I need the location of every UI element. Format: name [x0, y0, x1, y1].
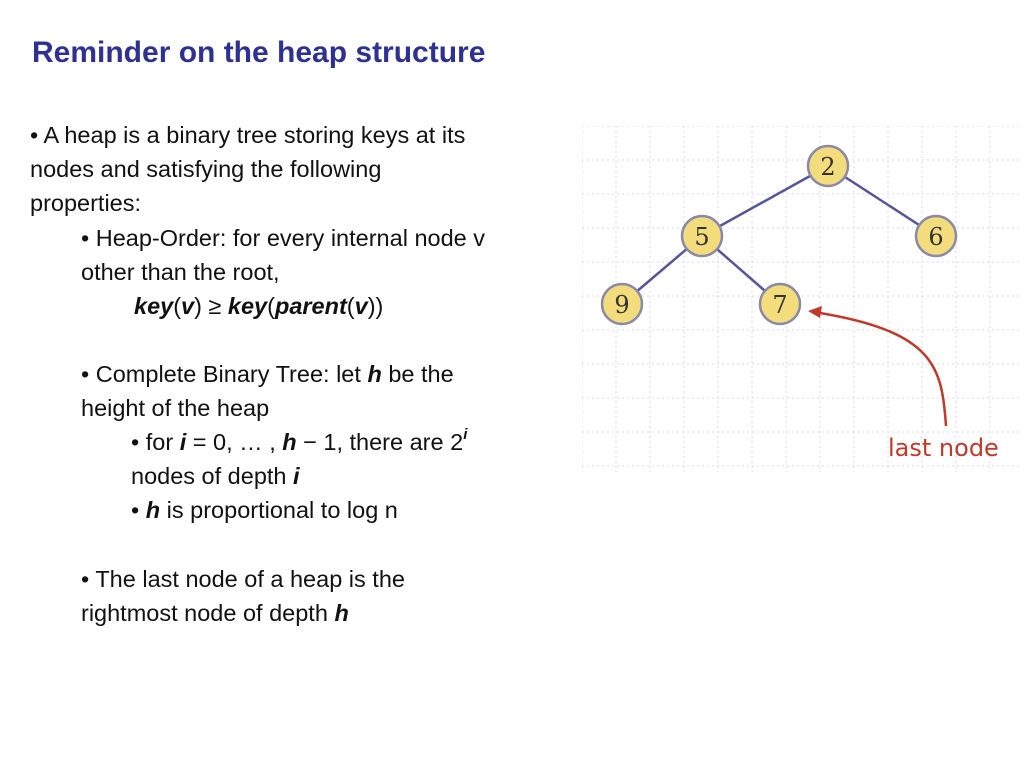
tree-edge: [701, 164, 829, 238]
text-span: • Complete Binary Tree: let: [81, 361, 368, 387]
last-node-line1: • The last node of a heap is the: [81, 566, 405, 592]
var-i: i: [293, 463, 300, 489]
node-key: 6: [928, 223, 943, 251]
var-h: h: [145, 497, 161, 523]
formula-geq: ≥: [201, 293, 228, 319]
tree-node: 5: [680, 214, 724, 258]
var-i: i: [179, 429, 187, 455]
bullet-heap-definition-line1: • A heap is a binary tree storing keys a…: [30, 122, 466, 148]
formula-paren: ): [194, 293, 202, 319]
formula-v: v: [354, 293, 368, 319]
heap-order-formula: key(v) ≥ key(parent(v)): [134, 289, 383, 323]
heap-order-line2: other than the root,: [81, 259, 280, 285]
text-span: •: [131, 497, 146, 523]
bullet-heap-definition-line3: properties:: [30, 190, 142, 216]
formula-key: key: [134, 293, 174, 319]
text-span: = 0, … ,: [186, 429, 283, 455]
arrow-head: [808, 306, 822, 318]
text-span: nodes of depth: [131, 463, 294, 489]
node-key: 5: [694, 223, 709, 251]
formula-v: v: [181, 293, 195, 319]
depth-count-line1: • for i = 0, … , h − 1, there are 2i: [131, 425, 467, 459]
complete-tree-line1: • Complete Binary Tree: let h be the: [81, 357, 454, 391]
tree-node-last: 7: [758, 282, 802, 326]
node-key: 7: [772, 291, 787, 319]
var-h: h: [334, 600, 349, 626]
grid-background: [582, 126, 1020, 472]
heap-order-line1: • Heap-Order: for every internal node v: [81, 225, 485, 251]
text-span: • for: [131, 429, 180, 455]
text-span: rightmost node of depth: [81, 600, 335, 626]
heap-tree-svg: 2 5 6 9 7 last node: [582, 126, 1020, 472]
text-span: is proportional to log n: [160, 497, 398, 523]
depth-count-line2: nodes of depth i: [131, 459, 300, 493]
formula-key: key: [227, 293, 268, 319]
var-h: h: [367, 361, 382, 387]
bullet-heap-definition-line2: nodes and satisfying the following: [30, 156, 382, 182]
tree-edge: [827, 164, 937, 238]
heap-tree-figure: 2 5 6 9 7 last node: [582, 126, 1020, 472]
last-node-label: last node: [888, 434, 999, 462]
formula-parent: parent: [274, 293, 347, 319]
exponent-i: i: [463, 426, 468, 444]
node-key: 2: [820, 153, 835, 181]
slide-title: Reminder on the heap structure: [32, 36, 486, 69]
formula-paren: )): [367, 293, 384, 319]
node-key: 9: [614, 291, 629, 319]
tree-node: 6: [914, 214, 958, 258]
var-h: h: [282, 429, 297, 455]
last-node-arrow: [813, 310, 948, 427]
formula-paren: (: [173, 293, 182, 319]
formula-paren: (: [267, 293, 275, 319]
text-span: − 1, there are 2: [296, 429, 464, 455]
tree-node: 9: [600, 282, 644, 326]
height-log-line: • h is proportional to log n: [131, 493, 398, 527]
tree-node: 2: [806, 144, 850, 188]
formula-paren: (: [346, 293, 355, 319]
last-node-line2: rightmost node of depth h: [81, 596, 349, 630]
text-span: be the: [381, 361, 454, 387]
complete-tree-line2: height of the heap: [81, 395, 270, 421]
